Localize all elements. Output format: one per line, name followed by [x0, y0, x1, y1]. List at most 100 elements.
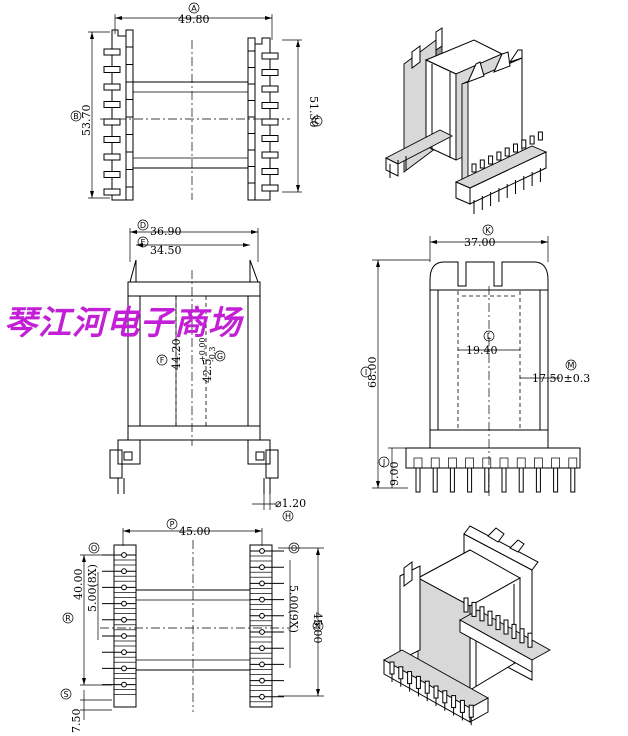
bubble-d — [137, 219, 149, 231]
pin-top — [459, 699, 465, 713]
pin-outline — [261, 69, 279, 76]
dim-b: 53.70 — [80, 105, 93, 137]
dim-m: 17.50±0.3 — [532, 372, 590, 385]
pin-hole — [121, 600, 127, 607]
dim-f: 44.20 — [170, 339, 183, 371]
pin-hole — [121, 616, 127, 623]
pin-top — [463, 597, 469, 613]
pin-slot — [249, 588, 273, 594]
pin-slot — [249, 555, 273, 562]
svg-text:F: F — [160, 356, 165, 365]
bubble-b — [70, 110, 82, 122]
pin-top — [527, 632, 533, 648]
pin-leg — [501, 467, 507, 493]
bottom-view: P 45.00 O O R 40.00 5.00(8X) 5.00(9X) — [60, 518, 324, 733]
pin-leg — [415, 467, 421, 493]
pin-shoulder — [534, 457, 543, 469]
pin-slot — [249, 685, 273, 691]
svg-text:P: P — [170, 520, 175, 529]
pin-slot — [113, 608, 137, 614]
dim-c: 51.30 — [307, 96, 320, 128]
pin-shoulder — [413, 457, 423, 469]
pin-top — [495, 615, 501, 631]
pin-leg — [570, 467, 576, 493]
pin-top — [468, 704, 474, 718]
pin-hole — [259, 580, 265, 587]
svg-text:-0.3: -0.3 — [208, 347, 217, 362]
pin-outline — [261, 52, 279, 60]
pin-leg — [553, 467, 559, 493]
pin-slot — [249, 701, 273, 708]
bubble-p — [166, 518, 178, 530]
pin-slot — [249, 620, 273, 627]
pin-slot — [113, 592, 137, 598]
pin-outline — [103, 48, 121, 56]
pin-hole — [259, 629, 265, 635]
bubble-f — [156, 354, 168, 366]
dim-p: 45.00 — [179, 525, 211, 538]
pin-slot — [113, 656, 137, 663]
pin-shoulder — [430, 457, 440, 469]
dim-n: 45.00 — [311, 612, 324, 644]
bubble-j — [378, 456, 390, 468]
pin-hole — [259, 677, 265, 684]
dim-a: 49.80 — [178, 13, 210, 26]
svg-text:O: O — [291, 544, 297, 553]
pin-top — [519, 628, 525, 644]
iso-view-bottom — [383, 525, 551, 726]
pin-hole — [259, 645, 265, 652]
pin-outline — [261, 184, 279, 192]
svg-text:B: B — [73, 112, 79, 121]
pin-leg — [432, 467, 438, 493]
pin-top — [389, 661, 395, 675]
pin-slot — [249, 652, 273, 659]
pin-leg — [449, 467, 455, 493]
pin-top — [479, 606, 485, 622]
bubble-n — [312, 620, 324, 632]
pin-outline — [261, 102, 279, 109]
svg-text:H: H — [285, 512, 291, 521]
dim-pitch-right: 5.00(9X) — [287, 585, 300, 633]
pin-outline — [261, 118, 279, 126]
pin-outline — [103, 171, 121, 178]
pin-slot — [113, 575, 137, 582]
top-view: A 49.80 B 53.70 C 51.30 — [70, 2, 323, 201]
pin-outline — [103, 83, 121, 91]
pin-outline — [103, 136, 121, 143]
svg-text:E: E — [140, 238, 145, 247]
pin-slot — [249, 604, 273, 610]
pin-outline — [103, 66, 121, 73]
pin-hole — [259, 661, 265, 668]
dim-e: 34.50 — [150, 244, 182, 257]
svg-text:L: L — [487, 332, 492, 341]
pin-top — [424, 680, 430, 694]
pin-top — [513, 143, 518, 153]
svg-text:D: D — [140, 221, 146, 230]
dim-g: 42.5 — [201, 359, 214, 384]
bubble-m — [565, 359, 577, 371]
bubble-e — [137, 236, 149, 248]
svg-text:G: G — [217, 352, 223, 361]
pin-outline — [103, 153, 121, 161]
svg-text:N: N — [315, 622, 321, 631]
pin-top — [415, 675, 421, 689]
pin-shoulder — [482, 457, 492, 469]
pin-leg — [484, 467, 490, 493]
pin-outline — [261, 85, 279, 93]
pin-top — [471, 601, 477, 617]
bubble-a — [188, 2, 200, 14]
pin-outline — [103, 118, 121, 126]
front-view: D 36.90 E 34.50 F 44.20 — [109, 219, 306, 522]
side-view: K 37.00 I 68.00 J 9.00 L 19.40 M — [360, 224, 590, 496]
pin-hole — [259, 564, 265, 571]
pin-hole — [259, 612, 265, 619]
pin-outline — [261, 135, 279, 142]
pin-top — [529, 135, 535, 145]
pin-hole — [121, 649, 127, 656]
pin-top — [503, 619, 509, 635]
bubble-h — [282, 510, 294, 522]
pin-outline — [103, 101, 121, 108]
dim-pitch-left: 5.00(8X) — [86, 564, 99, 612]
bubble-l — [483, 330, 495, 342]
